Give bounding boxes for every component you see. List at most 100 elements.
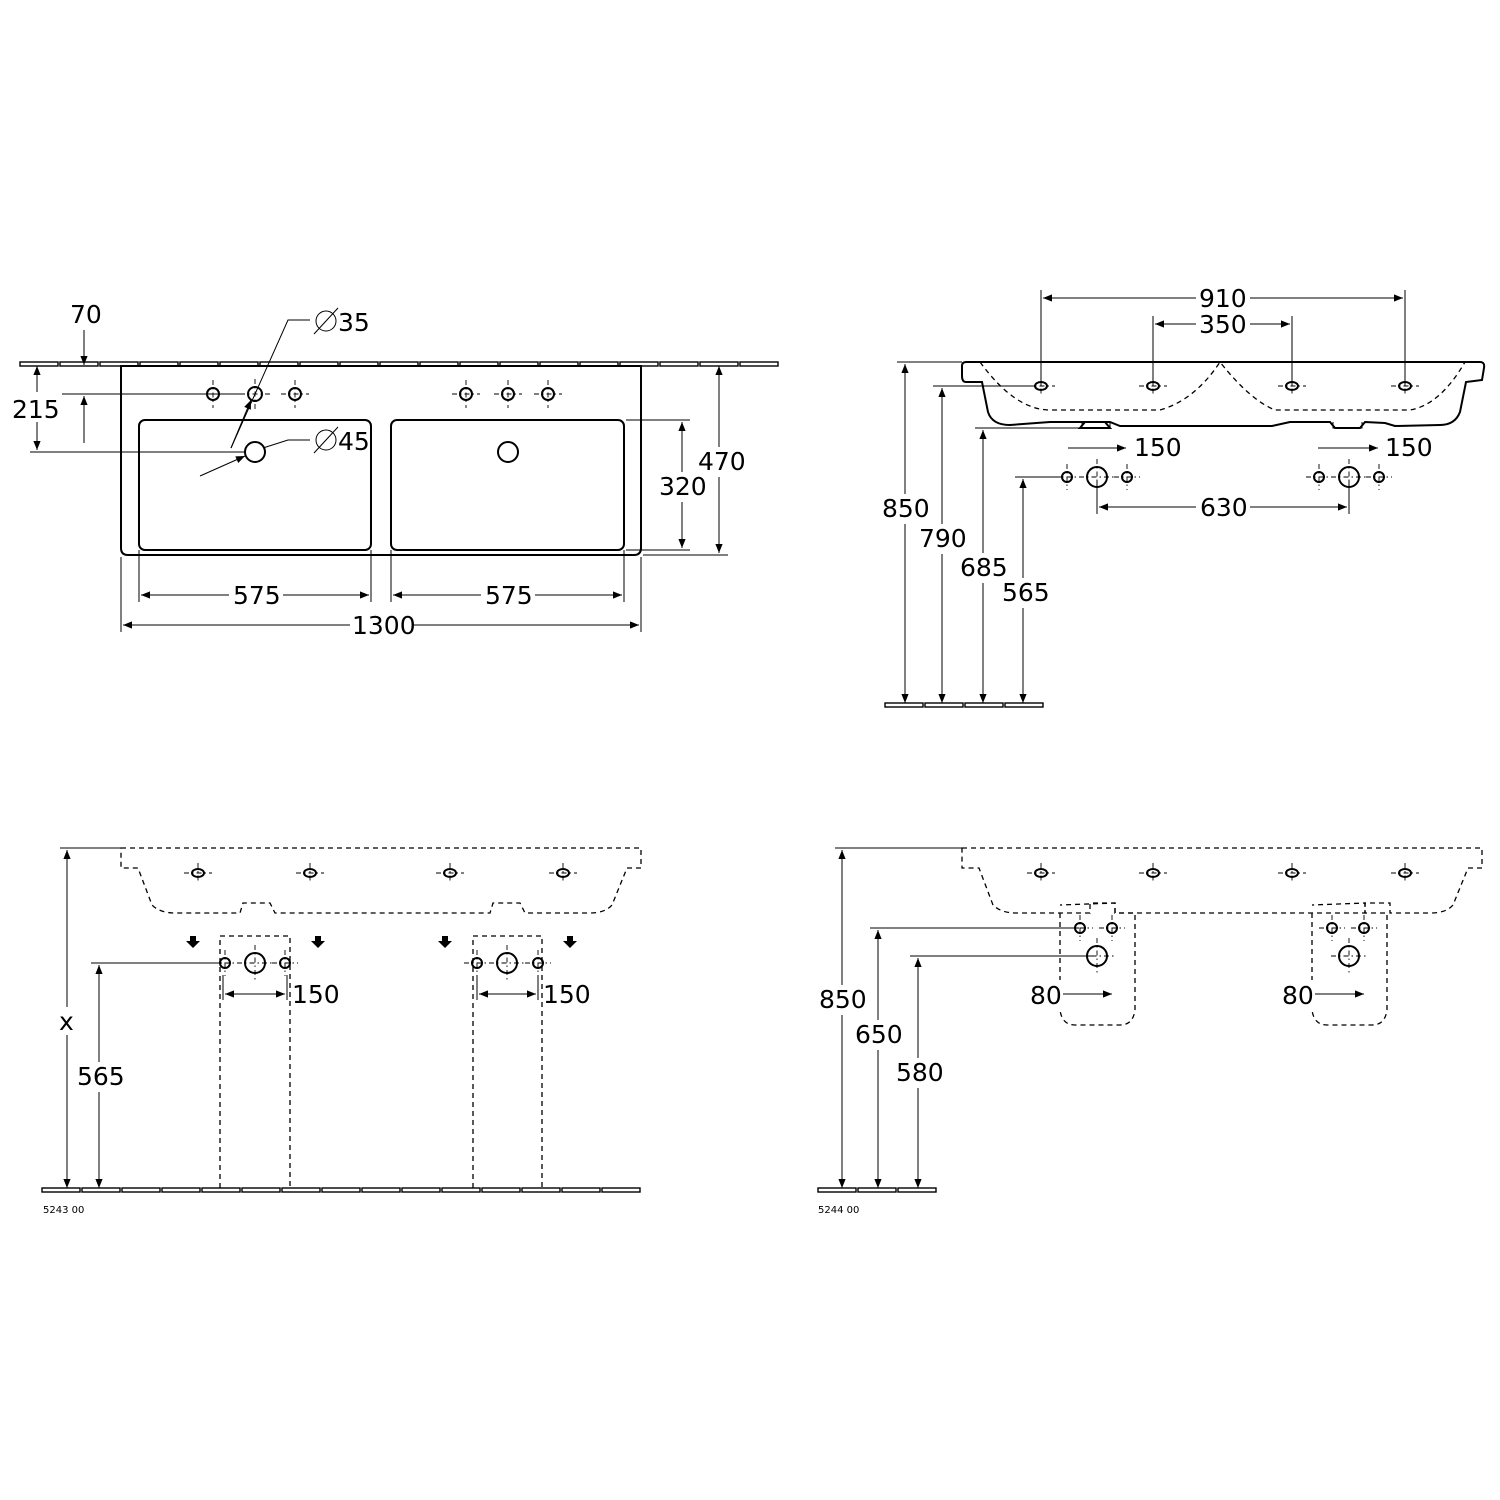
tap-hole [1034, 868, 1048, 878]
floor-segment [601, 1187, 641, 1193]
tap-hole [247, 386, 263, 402]
tap-hole [303, 868, 317, 878]
tap-hole [501, 387, 515, 401]
floor-segment [121, 1187, 161, 1193]
dim-80-left-label: 80 [1030, 981, 1062, 1010]
floor-line [817, 1187, 937, 1193]
dim-575-left-label: 575 [233, 581, 281, 610]
dim-350-label: 350 [1199, 310, 1247, 339]
waste-connection [244, 952, 266, 974]
floor-segment [521, 1187, 561, 1193]
tap-hole [443, 868, 457, 878]
half-pedestal-left [1059, 902, 1136, 1026]
floor-segment [817, 1187, 857, 1193]
floor-segment [441, 1187, 481, 1193]
floor-segment [59, 361, 99, 367]
floor-segment [857, 1187, 897, 1193]
tap-hole [1146, 868, 1160, 878]
dim-70-label: 70 [70, 300, 102, 329]
floor-segment [924, 702, 964, 708]
dim-575-right-label: 575 [485, 581, 533, 610]
floor-segment [321, 1187, 361, 1193]
half-pedestal-right [1311, 902, 1388, 1026]
diameter-symbol-icon [313, 307, 339, 335]
drain-hole-right [497, 441, 519, 463]
water-connection [1106, 922, 1118, 934]
down-arrow-icon [438, 936, 452, 948]
dim-850-label: 850 [882, 494, 930, 523]
floor-segment [81, 1187, 121, 1193]
basin-hidden-outline [120, 847, 642, 914]
tap-hole [541, 387, 555, 401]
dim-470-label: 470 [698, 447, 746, 476]
tap-hole [1285, 868, 1299, 878]
dim-685-label: 685 [960, 553, 1008, 582]
dim-580-label: 580 [896, 1058, 944, 1087]
dim-320-label: 320 [659, 472, 707, 501]
plan-view: 70 215 35 45 320 470 [10, 300, 779, 640]
floor-segment [19, 361, 59, 367]
floor-segment [884, 702, 924, 708]
dim-790-label: 790 [919, 524, 967, 553]
floor-segment [964, 702, 1004, 708]
floor-segment [401, 1187, 441, 1193]
drain-outlet-right [1332, 422, 1363, 429]
drain-hole-left [244, 441, 266, 463]
floor-segment [699, 361, 739, 367]
waste-connection [496, 952, 518, 974]
floor-segment [41, 1187, 81, 1193]
dim-dia35-label: 35 [338, 308, 370, 337]
install-view-5244: 80 80 850 650 580 5244 00 [817, 847, 1483, 1216]
side-view: 910 350 150 150 630 850 790 685 565 [880, 284, 1486, 708]
diameter-symbol-icon [313, 426, 339, 454]
floor-segment [201, 1187, 241, 1193]
tap-hole [459, 387, 473, 401]
water-connection [1326, 922, 1338, 934]
down-arrow-icon [186, 936, 200, 948]
floor-segment [897, 1187, 937, 1193]
tap-hole [556, 868, 570, 878]
drawing-code: 5244 00 [818, 1205, 859, 1216]
water-connection [532, 957, 544, 969]
floor-segment [481, 1187, 521, 1193]
water-connection [279, 957, 291, 969]
dim-910-label: 910 [1199, 284, 1247, 313]
tap-hole [191, 868, 205, 878]
floor-segment [659, 361, 699, 367]
drain-outlet-left [1081, 422, 1111, 429]
water-connection [471, 957, 483, 969]
dim-1300-label: 1300 [352, 611, 416, 640]
drawing-code: 5243 00 [43, 1205, 84, 1216]
water-connection [1373, 471, 1385, 483]
dim-650-label: 650 [855, 1020, 903, 1049]
dim-850-label: 850 [819, 985, 867, 1014]
waste-connection [1338, 945, 1360, 967]
floor-segment [361, 1187, 401, 1193]
dim-150-left-label: 150 [292, 980, 340, 1009]
floor-segment [99, 361, 139, 367]
floor-segment [561, 1187, 601, 1193]
floor-segment [281, 1187, 321, 1193]
dim-565-label: 565 [77, 1062, 125, 1091]
basin-hidden-outline [961, 847, 1483, 914]
tap-hole [1398, 868, 1412, 878]
bowl-hidden-contour [979, 360, 1466, 411]
bowl-right [390, 419, 625, 551]
dim-150-right-label: 150 [1385, 433, 1433, 462]
bowl-left [138, 419, 372, 551]
down-arrow-icon [563, 936, 577, 948]
basin-side-outline [961, 361, 1486, 429]
dim-x-label: x [59, 1007, 74, 1036]
wall-line [19, 361, 779, 367]
tap-hole [288, 387, 302, 401]
floor-line [41, 1187, 641, 1193]
dim-150-right-label: 150 [543, 980, 591, 1009]
dim-630-label: 630 [1200, 493, 1248, 522]
water-connection [1313, 471, 1325, 483]
water-connection [1121, 471, 1133, 483]
floor-line [884, 702, 1044, 708]
dim-150-left-label: 150 [1134, 433, 1182, 462]
floor-segment [161, 1187, 201, 1193]
trap-cover-right [472, 935, 543, 1188]
dim-dia45-label: 45 [338, 427, 370, 456]
